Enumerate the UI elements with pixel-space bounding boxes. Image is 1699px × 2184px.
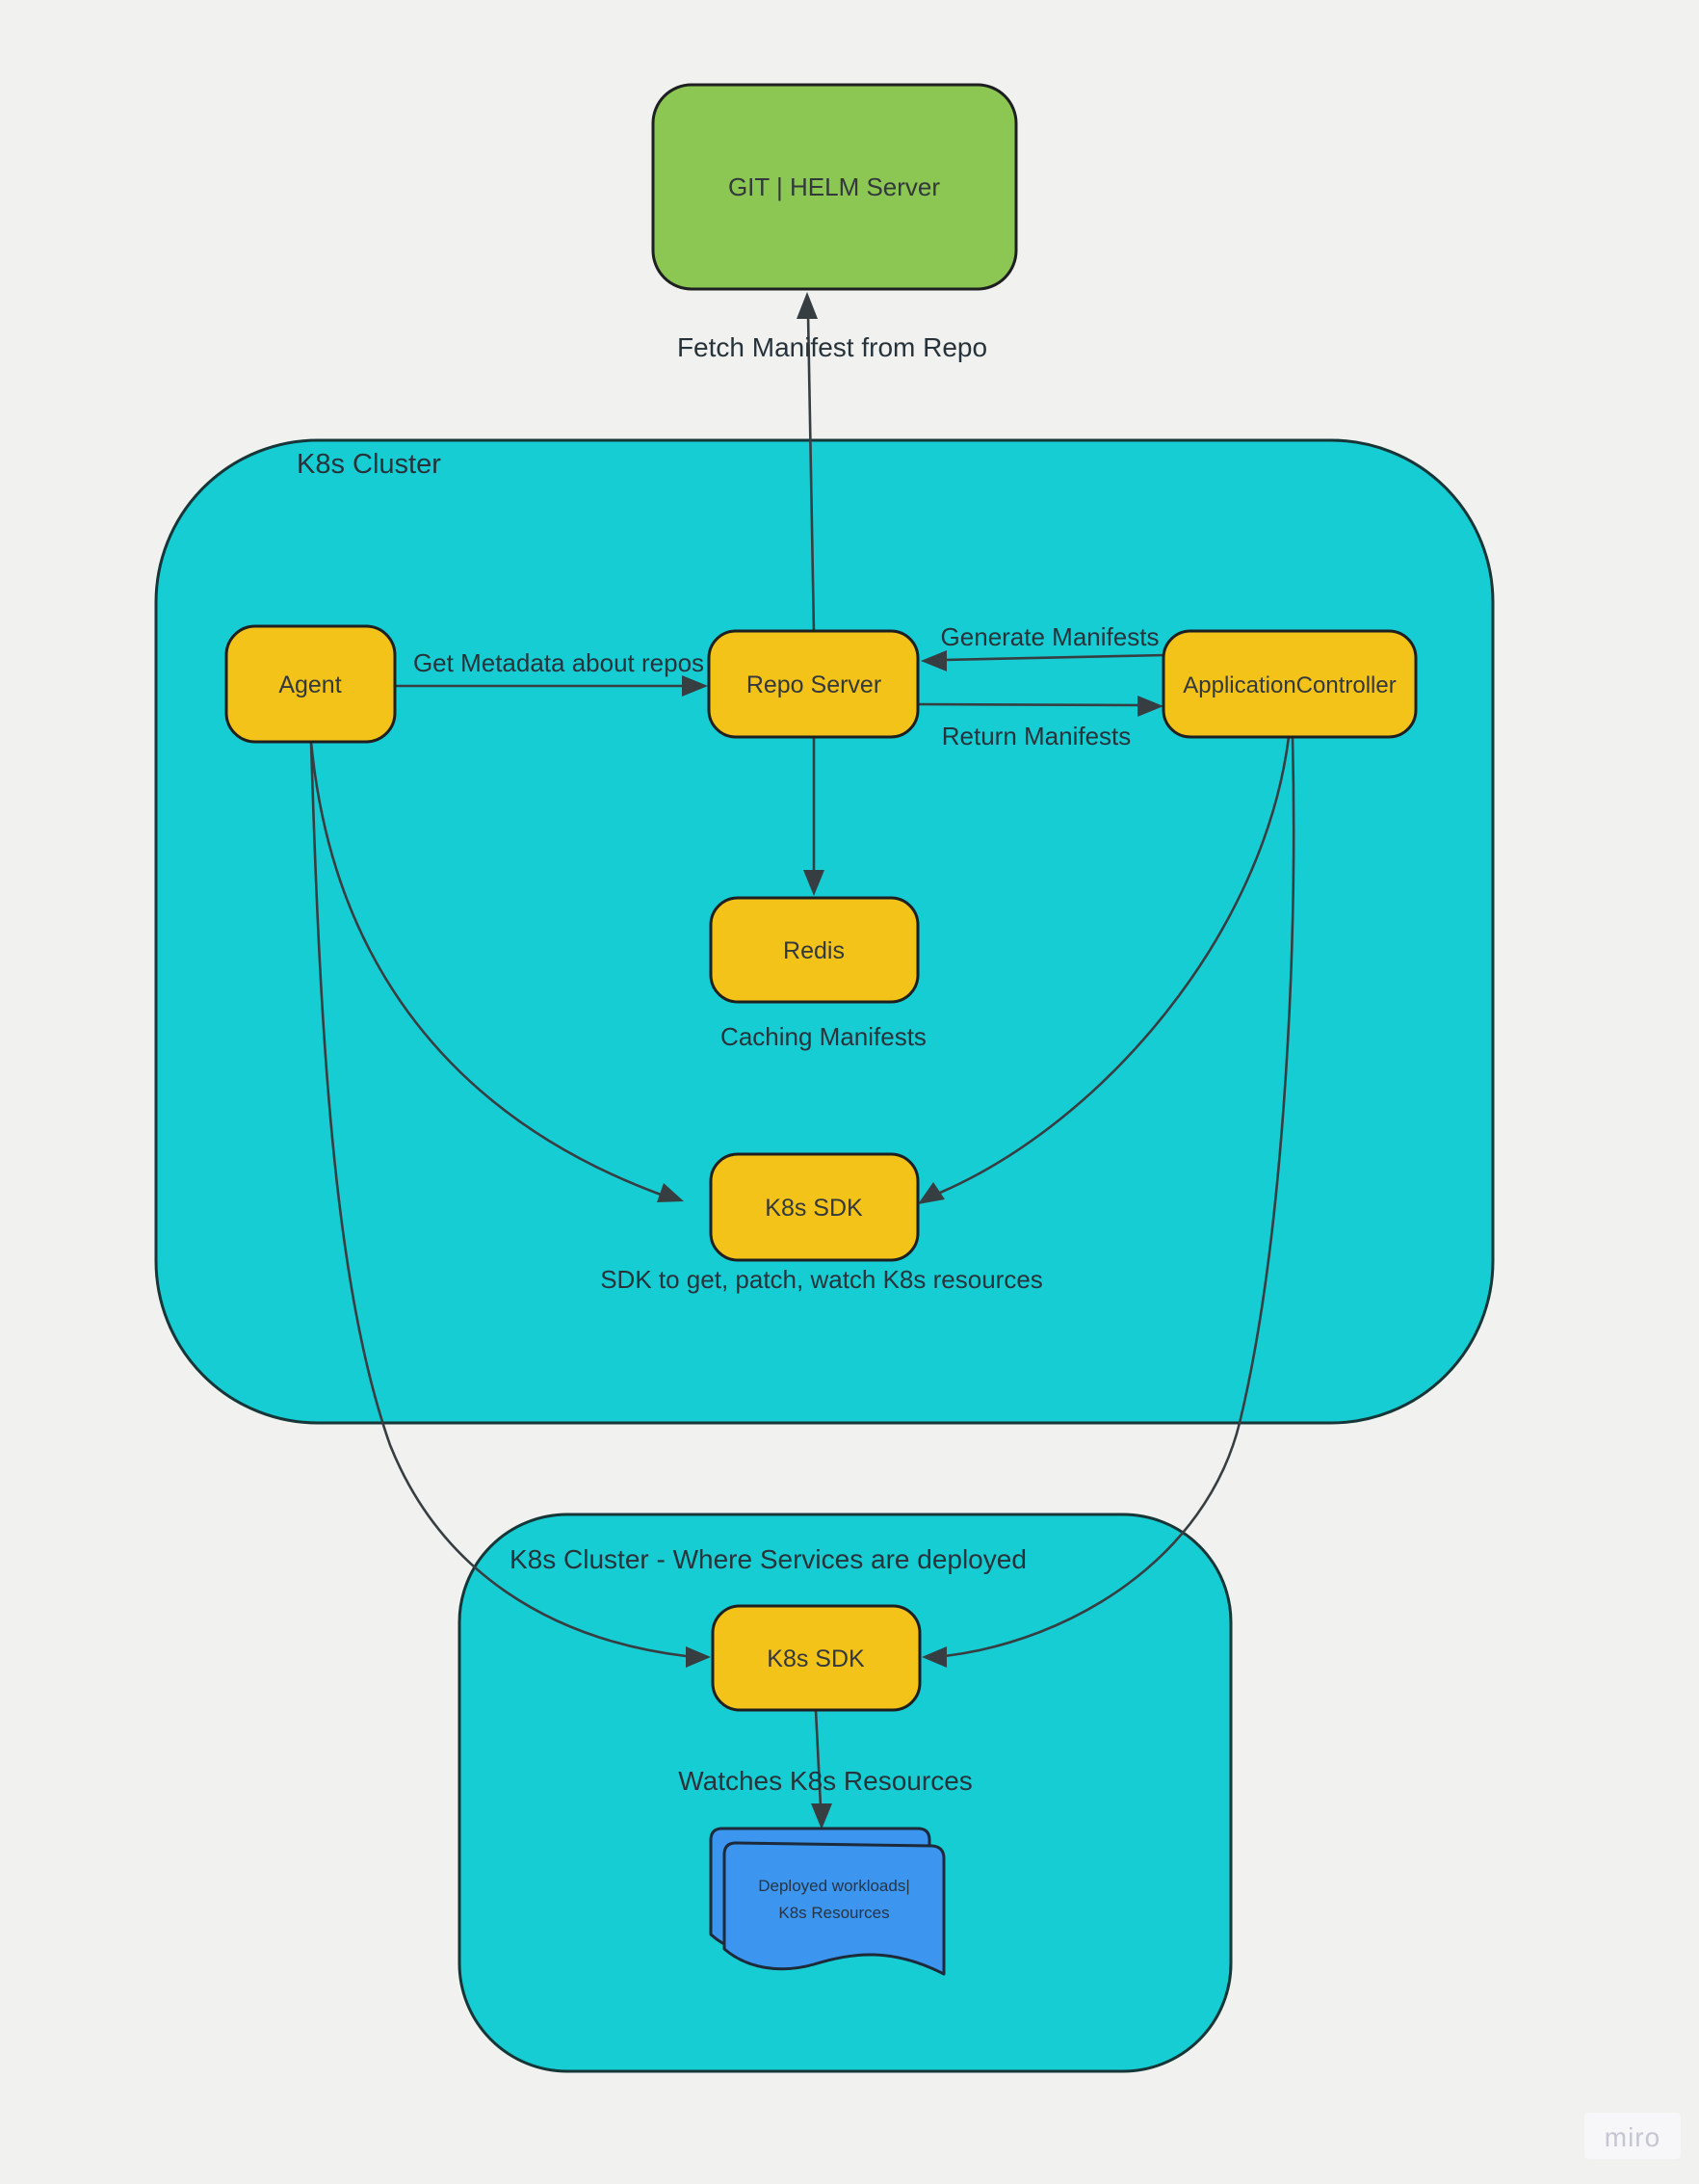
label-generate-manifests[interactable]: Generate Manifests	[941, 622, 1160, 651]
label-watches-resources[interactable]: Watches K8s Resources	[678, 1766, 973, 1796]
arrowhead-up-git	[797, 292, 818, 319]
cluster-k8s-deploy-title: K8s Cluster - Where Services are deploye…	[510, 1544, 1027, 1574]
node-k8s-sdk-main-label: K8s SDK	[765, 1195, 863, 1222]
node-redis-label: Redis	[783, 937, 845, 964]
doc-label-line2: K8s Resources	[778, 1904, 889, 1922]
arrowhead-right-repo	[682, 675, 708, 697]
miro-watermark-bg	[1584, 2113, 1681, 2159]
label-return-manifests[interactable]: Return Manifests	[942, 722, 1132, 750]
doc-front-sheet[interactable]	[722, 1841, 946, 1976]
arrowhead-down-redis	[803, 870, 824, 896]
node-k8s-sdk-deploy[interactable]: K8s SDK	[711, 1604, 922, 1712]
connector-generate-manifests[interactable]	[921, 650, 1166, 671]
node-deployed-workloads-doc[interactable]: Deployed workloads| K8s Resources	[709, 1827, 946, 1976]
node-application-controller-shape[interactable]	[1162, 629, 1418, 739]
label-fetch-manifest[interactable]: Fetch Manifest from Repo	[677, 332, 987, 362]
node-k8s-sdk-main-shape[interactable]	[709, 1152, 920, 1262]
miro-watermark-label: miro	[1605, 2122, 1660, 2152]
miro-watermark: miro	[1584, 2113, 1681, 2159]
cluster-k8s-deploy-shape[interactable]	[457, 1513, 1233, 2073]
node-repo-server-label: Repo Server	[746, 671, 881, 698]
node-git-helm-server[interactable]: GIT | HELM Server	[651, 83, 1018, 291]
node-repo-server-shape[interactable]	[707, 629, 920, 739]
doc-label-line1: Deployed workloads|	[758, 1877, 910, 1895]
node-k8s-sdk-deploy-label: K8s SDK	[767, 1645, 865, 1672]
connector-get-metadata[interactable]	[395, 675, 708, 697]
connector-agent-sdk-main[interactable]	[309, 741, 684, 1202]
node-agent-shape[interactable]	[224, 624, 397, 744]
node-k8s-sdk-main[interactable]: K8s SDK	[709, 1152, 920, 1262]
arrowhead-right-appcontroller	[1137, 696, 1163, 717]
node-git-helm-server-label: GIT | HELM Server	[728, 172, 940, 201]
arrowhead-sdk-deploy-left	[686, 1646, 711, 1668]
node-application-controller[interactable]: ApplicationController	[1162, 629, 1418, 739]
label-caching-manifests[interactable]: Caching Manifests	[720, 1022, 927, 1051]
connector-return-manifests[interactable]	[917, 696, 1163, 717]
label-sdk-description[interactable]: SDK to get, patch, watch K8s resources	[600, 1265, 1043, 1294]
arrowhead-sdk-main-left	[657, 1183, 684, 1202]
node-application-controller-label: ApplicationController	[1183, 672, 1396, 698]
connector-sdk-watches-doc[interactable]	[811, 1709, 832, 1829]
arrowhead-left-repo	[921, 650, 947, 671]
arrowhead-sdk-main-right	[918, 1182, 945, 1204]
connector-appcontroller-sdk-main[interactable]	[918, 736, 1291, 1204]
arrowhead-sdk-deploy-right	[922, 1646, 947, 1668]
connector-agent-sdk-deploy[interactable]	[309, 741, 711, 1668]
node-redis-shape[interactable]	[709, 896, 920, 1004]
cluster-k8s-main-title: K8s Cluster	[297, 449, 441, 480]
arrowhead-down-doc	[811, 1803, 832, 1829]
node-agent-label: Agent	[278, 671, 341, 698]
connector-repo-redis[interactable]	[803, 737, 824, 896]
node-git-helm-server-shape[interactable]	[651, 83, 1018, 291]
label-get-metadata[interactable]: Get Metadata about repos	[413, 648, 704, 677]
node-agent[interactable]: Agent	[224, 624, 397, 744]
node-k8s-sdk-deploy-shape[interactable]	[711, 1604, 922, 1712]
connector-appcontroller-sdk-deploy[interactable]	[922, 736, 1295, 1668]
cluster-k8s-deploy[interactable]: K8s Cluster - Where Services are deploye…	[457, 1513, 1233, 2073]
node-repo-server[interactable]: Repo Server	[707, 629, 920, 739]
node-redis[interactable]: Redis	[709, 896, 920, 1004]
connector-fetch-manifest[interactable]	[797, 292, 818, 634]
